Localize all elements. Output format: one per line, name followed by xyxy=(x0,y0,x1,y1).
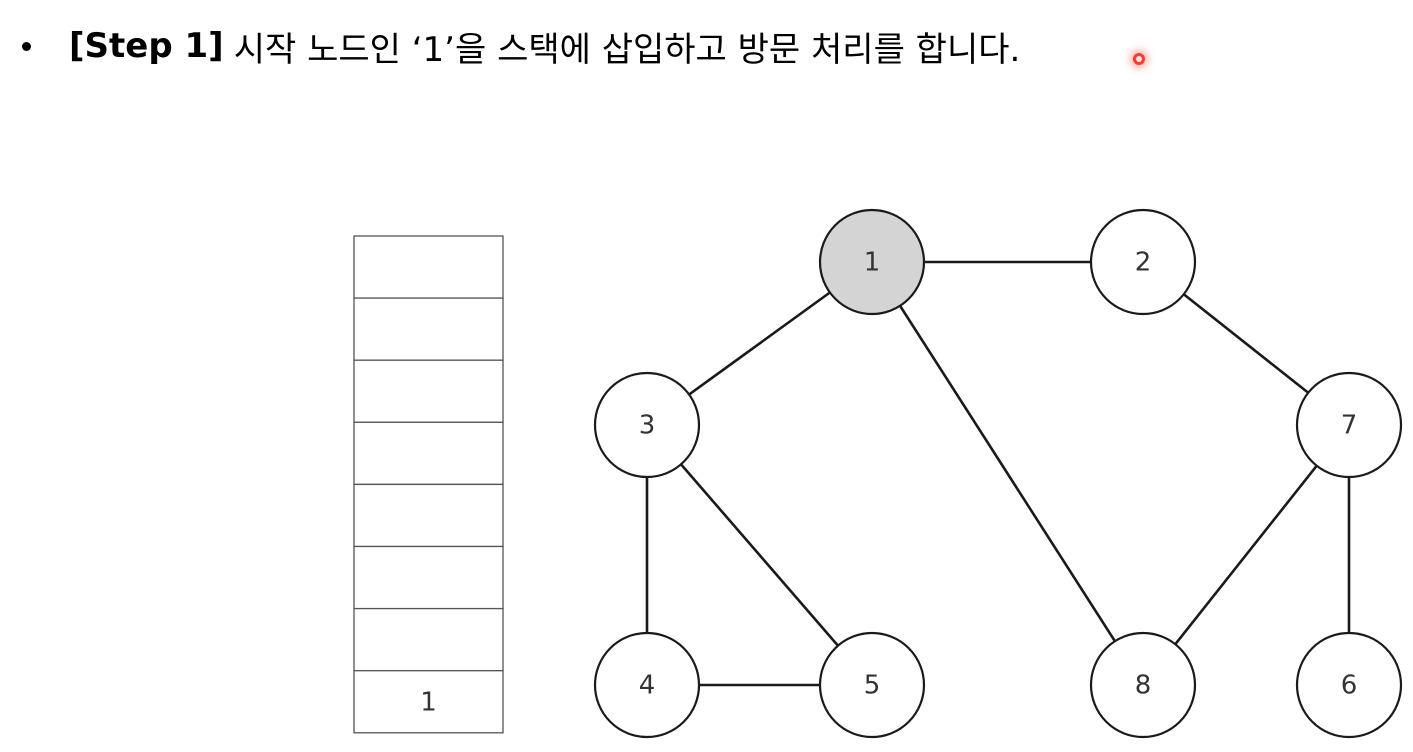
node-label: 4 xyxy=(639,671,656,701)
node-label: 2 xyxy=(1135,248,1152,278)
node-circle xyxy=(1295,371,1403,479)
node-circle xyxy=(818,631,926,739)
stack-slot xyxy=(353,545,504,610)
stack-slot-value: 1 xyxy=(420,687,437,717)
edge-7-8 xyxy=(1141,423,1351,687)
stack: 1 xyxy=(353,235,504,734)
node-circle xyxy=(593,371,701,479)
step-description: [Step 1] 시작 노드인 ‘1’을 스택에 삽입하고 방문 처리를 합니다… xyxy=(22,18,1020,74)
stack-slot xyxy=(353,483,504,548)
node-label: 1 xyxy=(864,248,881,278)
node-circle xyxy=(818,208,926,316)
node-label: 5 xyxy=(864,671,881,701)
node-circle xyxy=(1295,631,1403,739)
node-circle xyxy=(593,631,701,739)
node-circle xyxy=(1089,208,1197,316)
edge-3-5 xyxy=(645,423,874,687)
node-label: 6 xyxy=(1341,671,1358,701)
node-4: 4 xyxy=(593,631,701,739)
node-7: 7 xyxy=(1295,371,1403,479)
node-8: 8 xyxy=(1089,631,1197,739)
stack-slot xyxy=(353,359,504,423)
stack-slot xyxy=(353,607,504,672)
node-3: 3 xyxy=(593,371,701,479)
stack-slot: 1 xyxy=(353,670,504,734)
node-label: 8 xyxy=(1135,671,1152,701)
node-1: 1 xyxy=(818,208,926,316)
laser-pointer-icon xyxy=(1133,53,1145,65)
node-circle xyxy=(1089,631,1197,739)
stack-slot xyxy=(353,421,504,486)
node-2: 2 xyxy=(1089,208,1197,316)
bullet-icon xyxy=(22,41,31,51)
node-6: 6 xyxy=(1295,631,1403,739)
step-text: 시작 노드인 ‘1’을 스택에 삽입하고 방문 처리를 합니다. xyxy=(233,29,1021,70)
stack-slot xyxy=(353,297,504,361)
graph-edges xyxy=(645,260,1351,687)
edge-1-8 xyxy=(870,260,1145,687)
node-label: 7 xyxy=(1341,411,1358,441)
node-5: 5 xyxy=(818,631,926,739)
node-label: 3 xyxy=(639,411,656,441)
step-label: [Step 1] xyxy=(69,26,224,66)
graph-nodes: 1 2 3 4 5 6 7 8 xyxy=(593,208,1403,739)
stack-slot xyxy=(353,235,504,299)
